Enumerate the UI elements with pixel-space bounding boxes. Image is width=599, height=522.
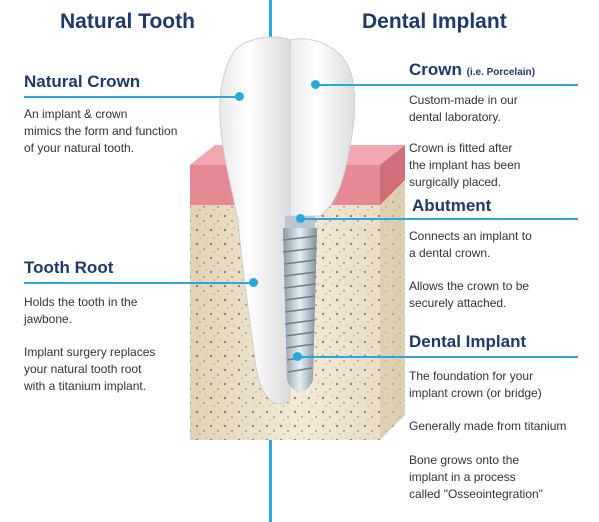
crown-text-1: Custom-made in our dental laboratory. (409, 93, 518, 124)
tooth-implant-illustration (190, 36, 405, 440)
crown-heading: Crown (i.e. Porcelain) (409, 60, 535, 79)
crown-note: (i.e. Porcelain) (466, 67, 535, 78)
natural-crown-pointer-dot (235, 92, 244, 101)
tooth-root-pointer-dot (249, 278, 258, 287)
tooth-root-text-2: Implant surgery replaces your natural to… (24, 345, 156, 393)
natural-tooth-title: Natural Tooth (60, 10, 195, 33)
titanium-implant-screw (282, 228, 318, 392)
natural-crown-pointer-line (24, 96, 238, 98)
tooth-root-pointer-line (24, 282, 252, 284)
abutment-text-2: Allows the crown to be securely attached… (409, 279, 530, 310)
abutment-pointer-line (300, 218, 578, 220)
natural-crown-text: An implant & crown mimics the form and f… (24, 107, 178, 155)
tooth-root-text-1: Holds the tooth in the jawbone. (24, 295, 138, 326)
dental-implant-title: Dental Implant (362, 10, 507, 33)
crown-pointer-line (316, 84, 578, 86)
crown-pointer-dot (311, 80, 320, 89)
dental-implant-text-2: Generally made from titanium (409, 419, 567, 433)
natural-crown-heading: Natural Crown (24, 72, 141, 91)
dental-implant-heading: Dental Implant (409, 332, 527, 351)
crown-text-2: Crown is fitted after the implant has be… (409, 141, 521, 189)
implant-pointer-line (297, 356, 578, 358)
abutment-heading: Abutment (412, 196, 492, 215)
abutment-text-1: Connects an implant to a dental crown. (409, 229, 532, 260)
porcelain-crown (289, 38, 356, 217)
tooth-root-heading: Tooth Root (24, 258, 114, 277)
dental-implant-text-3: Bone grows onto the implant in a process… (409, 453, 543, 501)
dental-implant-text-1: The foundation for your implant crown (o… (409, 369, 542, 400)
